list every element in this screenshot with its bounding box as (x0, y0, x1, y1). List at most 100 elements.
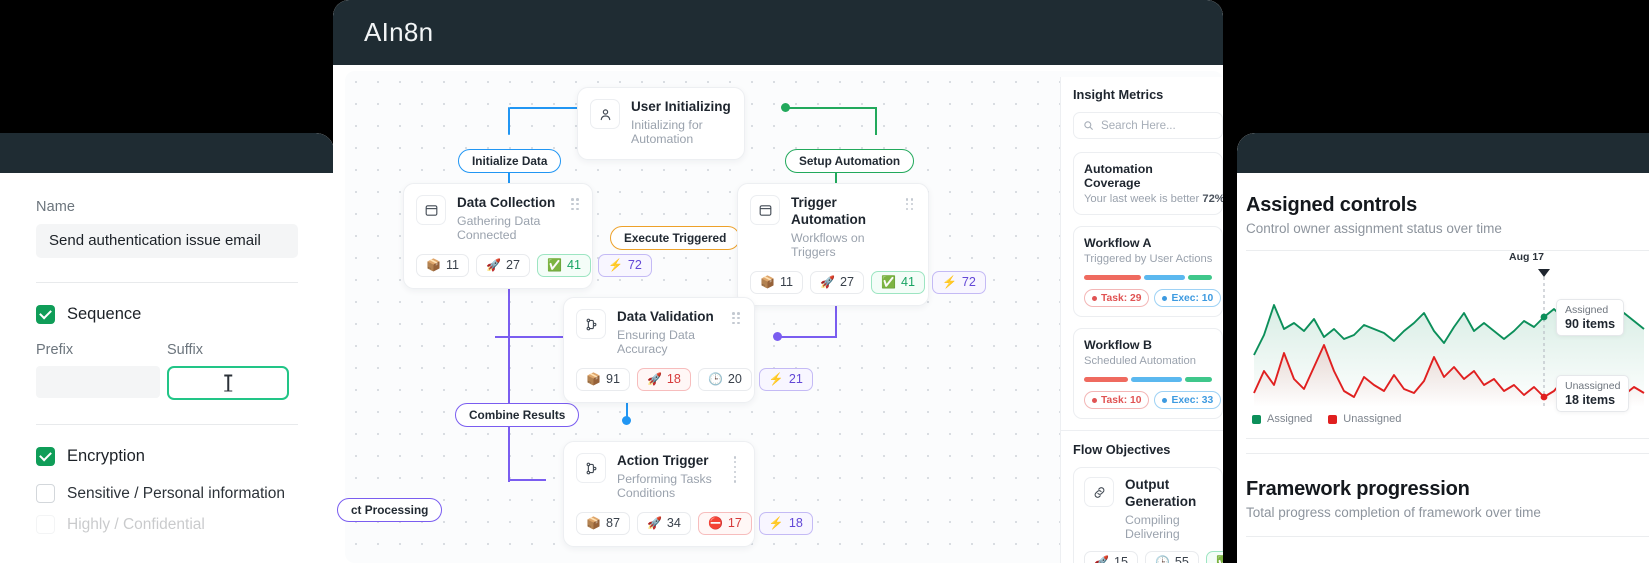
sequence-checkbox-row[interactable]: Sequence (36, 305, 298, 324)
pill-setup-automation[interactable]: Setup Automation (785, 149, 915, 173)
app-title: AIn8n (364, 17, 434, 47)
pill-combine-results[interactable]: Combine Results (455, 403, 580, 427)
rocket-icon: 🚀 (1094, 555, 1109, 563)
stat-badge: ⚡18 (758, 511, 813, 535)
stat-badge: ✅41 (537, 253, 591, 277)
confidential-checkbox[interactable] (36, 515, 55, 534)
stat-badge: 🕒20 (697, 367, 752, 391)
tag-exec: Exec: 33 (1154, 391, 1222, 409)
framework-progression-subtitle: Total progress completion of framework o… (1246, 505, 1541, 520)
clock-icon: 🕒 (707, 372, 723, 387)
drag-handle-icon[interactable] (571, 195, 579, 211)
tag-row: Task: 10 Exec: 33 Done: 1 (1084, 391, 1222, 409)
stat-badge: 🚀15 (1084, 550, 1138, 563)
node-subtitle: Workflows on Triggers (791, 230, 865, 259)
node-subtitle: Gathering Data Connected (457, 213, 541, 242)
stat-badge: ✅41 (1205, 550, 1223, 563)
stat-badge: 🚀27 (476, 253, 530, 277)
bolt-icon: ⚡ (607, 258, 623, 273)
rocket-icon: 🚀 (486, 258, 501, 273)
drag-handle-icon[interactable] (732, 309, 741, 325)
node-data-collection[interactable]: Data Collection Gathering Data Connected… (403, 183, 652, 289)
drag-handle-icon[interactable] (733, 453, 741, 484)
sequence-label: Sequence (67, 305, 142, 323)
edge-vert-1 (508, 107, 511, 135)
package-icon: 📦 (426, 258, 441, 273)
card-automation-coverage[interactable]: Automation Coverage Your last week is be… (1073, 152, 1223, 215)
tag-task: Task: 29 (1084, 289, 1150, 307)
encryption-checkbox[interactable] (36, 447, 55, 466)
pill-initialize-data[interactable]: Initialize Data (458, 149, 562, 173)
node-action-trigger[interactable]: Action Trigger Performing Tasks Conditio… (563, 441, 813, 547)
search-input[interactable]: Search Here... (1073, 112, 1223, 139)
stat-badge: 🚀34 (636, 511, 691, 535)
bolt-icon: ⚡ (768, 372, 784, 387)
confidential-label: Highly / Confidential (67, 515, 205, 533)
node-trigger-automation[interactable]: Trigger Automation Workflows on Triggers… (737, 183, 986, 306)
link-icon (1084, 477, 1114, 507)
drag-handle-icon[interactable] (905, 195, 915, 211)
node-user-initializing[interactable]: User Initializing Initializing for Autom… (577, 87, 745, 160)
edge-user-to-initialize (510, 107, 604, 110)
card-title: Automation Coverage (1084, 162, 1153, 190)
legend-unassigned: Unassigned (1328, 413, 1401, 425)
node-title: Data Collection (457, 195, 556, 210)
edge-dot-blue-4 (622, 416, 631, 425)
stat-badge: 🕒55 (1144, 550, 1199, 563)
card-subtitle: Your last week is better 72% (1084, 193, 1223, 205)
tag-exec: Exec: 10 (1154, 289, 1222, 307)
sensitive-label: Sensitive / Personal information (67, 484, 285, 502)
check-circle-icon: ✅ (1216, 556, 1223, 563)
name-input[interactable]: Send authentication issue email (36, 224, 298, 258)
left-form-panel: Name Send authentication issue email Seq… (0, 133, 334, 563)
stat-badge: 📦87 (576, 511, 630, 535)
search-placeholder: Search Here... (1101, 119, 1176, 132)
card-output-generation[interactable]: Output Generation Compiling Delivering 🚀… (1073, 467, 1223, 563)
left-panel-titlebar (0, 133, 334, 173)
branch-icon (576, 453, 606, 483)
marker-arrow-icon (1538, 269, 1550, 277)
node-subtitle: Initializing for Automation (631, 117, 703, 146)
stat-badge: ⚡72 (931, 270, 986, 294)
edge-dot-green-1 (781, 102, 790, 112)
objectives-heading: Flow Objectives (1073, 442, 1171, 457)
check-circle-icon: ✅ (547, 258, 562, 273)
divider-1 (36, 282, 298, 283)
suffix-input[interactable] (167, 366, 289, 400)
edge-vert-4 (835, 167, 838, 195)
pill-ct-processing[interactable]: ct Processing (337, 498, 443, 522)
sensitive-checkbox-row[interactable]: Sensitive / Personal information (36, 484, 298, 503)
card-workflow-a[interactable]: Workflow A Triggered by User Actions Tas… (1073, 226, 1223, 317)
chart-legend: Assigned Unassigned (1252, 413, 1649, 425)
encryption-checkbox-row[interactable]: Encryption (36, 447, 298, 466)
prefix-input[interactable] (36, 366, 160, 398)
stat-badge: 📦11 (750, 270, 804, 294)
suffix-label: Suffix (167, 342, 204, 358)
sensitive-checkbox[interactable] (36, 484, 55, 503)
node-data-validation[interactable]: Data Validation Ensuring Data Accuracy 📦… (563, 297, 813, 403)
card-workflow-b[interactable]: Workflow B Scheduled Automation Task: 10… (1073, 328, 1223, 419)
name-label: Name (36, 199, 76, 215)
workflow-window: AIn8n (333, 0, 1223, 563)
marker-point-unassigned (1540, 393, 1548, 401)
rail-heading: Insight Metrics (1073, 87, 1164, 102)
confidential-checkbox-row[interactable]: Highly / Confidential (36, 515, 298, 534)
progress-bars (1084, 275, 1212, 280)
stat-badge: 📦11 (416, 253, 470, 277)
box-icon (750, 195, 780, 225)
node-subtitle: Performing Tasks Conditions (617, 471, 712, 500)
node-title: Data Validation (617, 309, 714, 324)
stat-badge: ✅41 (871, 270, 925, 294)
assigned-controls-title: Assigned controls (1246, 194, 1418, 216)
pill-execute-triggered[interactable]: Execute Triggered (610, 226, 741, 250)
card-subtitle: Scheduled Automation (1084, 355, 1196, 367)
package-icon: 📦 (586, 516, 601, 531)
node-subtitle: Ensuring Data Accuracy (617, 327, 695, 356)
tag-row: Task: 29 Exec: 10 Done: 1 (1084, 289, 1222, 307)
workflow-canvas[interactable]: Initialize Data Setup Automation Execute… (337, 71, 1223, 563)
sequence-checkbox[interactable] (36, 305, 55, 324)
bolt-icon: ⚡ (941, 275, 957, 290)
